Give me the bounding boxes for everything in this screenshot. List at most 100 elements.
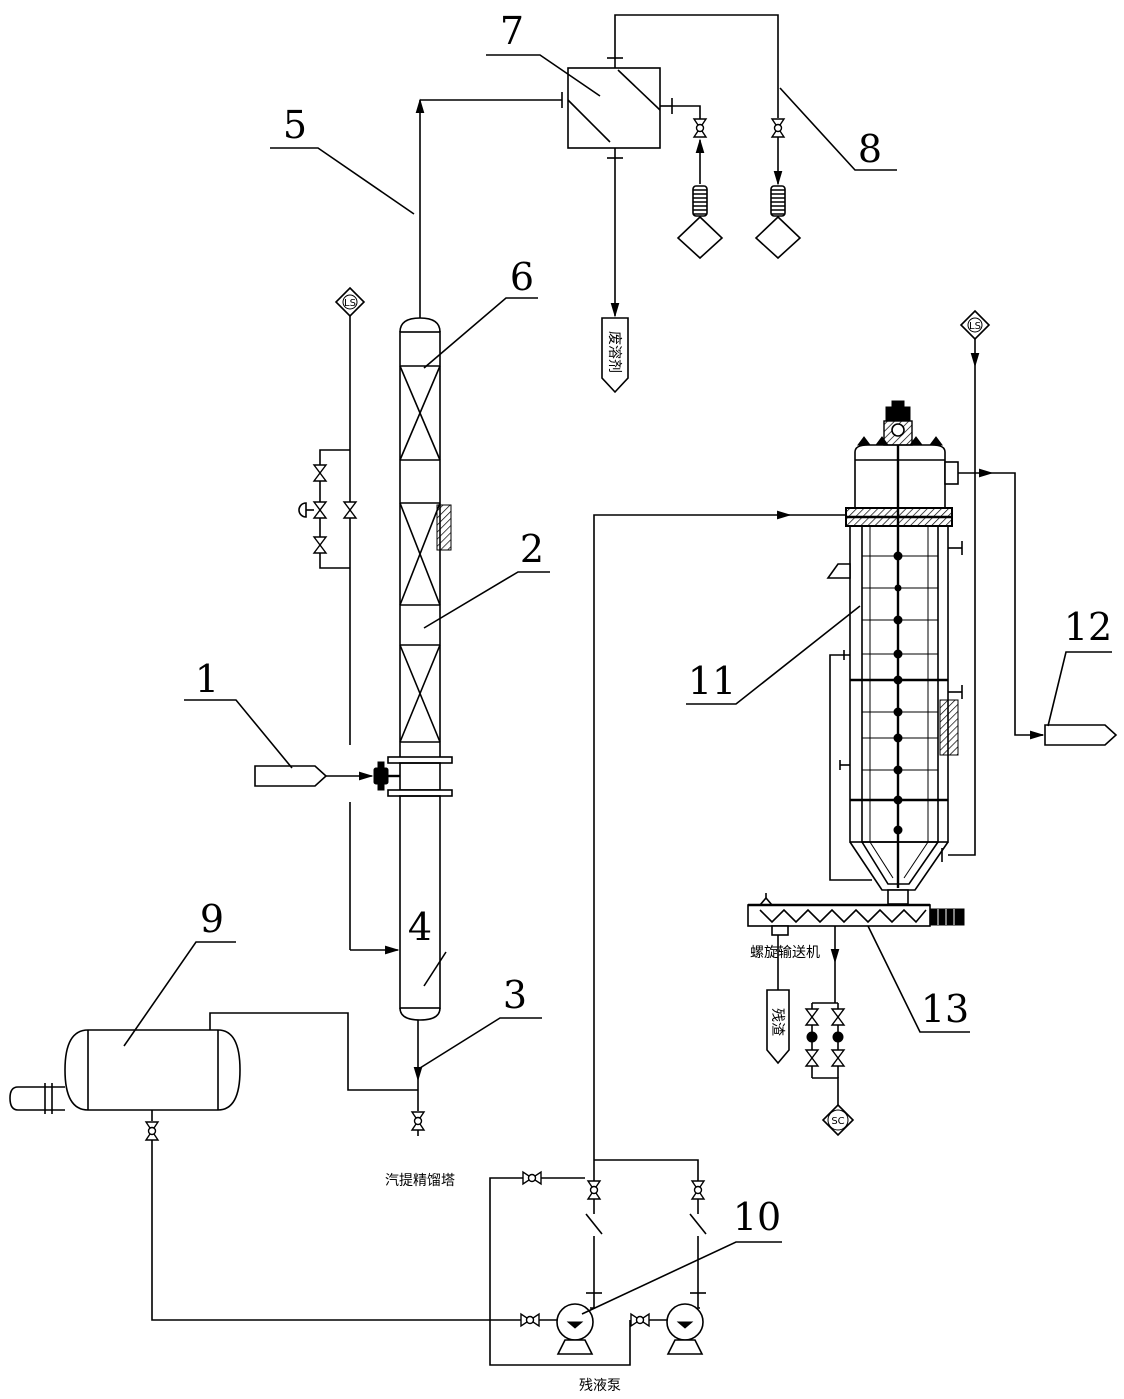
cooling-water-lines — [614, 14, 802, 260]
trap-isolation-valve — [805, 1049, 819, 1067]
packing-bed-1 — [399, 365, 441, 461]
callout-9: 9 — [123, 897, 236, 1047]
residue-tank-body — [64, 1029, 241, 1111]
dryer-cone-inner — [861, 841, 939, 885]
column-insulation-hatch — [436, 504, 452, 551]
pump2-suction-valve — [630, 1313, 650, 1327]
ls-steam-line-column: LS — [298, 286, 400, 955]
callout-2-label: 2 — [520, 527, 544, 571]
dryer-inner-shell — [861, 525, 939, 843]
residue-pumps: 残液泵 — [489, 510, 846, 1394]
dryer-insulation-hatch — [939, 699, 959, 756]
column-top-head — [399, 317, 441, 333]
pump2-discharge-valve — [691, 1180, 705, 1200]
column-bottom-line: 汽提精馏塔 — [385, 1020, 455, 1189]
callout-12: 12 — [1047, 605, 1112, 727]
callout-11: 11 — [686, 605, 861, 705]
conveyor-motor — [929, 908, 965, 926]
callout-5: 5 — [270, 103, 415, 215]
packing-bed-3 — [399, 644, 441, 743]
waste-solvent-flag — [601, 317, 629, 394]
steam-trap-icon — [806, 1031, 818, 1043]
condenser-body — [567, 67, 661, 149]
column-caption: 汽提精馏塔 — [385, 1173, 455, 1189]
column-flange-upper — [387, 756, 453, 764]
bypass-valve — [522, 1171, 542, 1185]
dryer-bottom-outlet — [887, 889, 909, 905]
screw-conveyor: 螺旋输送机 — [747, 893, 965, 961]
control-valve — [313, 501, 327, 519]
ls-tag-column-label: LS — [344, 298, 356, 309]
callout-12-label: 12 — [1064, 605, 1112, 649]
callout-11-label: 11 — [688, 659, 736, 703]
isolation-valve — [313, 464, 327, 482]
callouts: 1 2 3 4 5 6 7 8 — [123, 9, 1112, 1315]
callout-7: 7 — [486, 9, 601, 97]
pump-caption: 残液泵 — [579, 1378, 621, 1394]
valve-actuator-icon — [298, 502, 307, 518]
callout-6-label: 6 — [510, 255, 534, 299]
residue-pump-2 — [666, 1303, 704, 1355]
ls-tag-dryer: LS — [959, 309, 991, 341]
isolation-valve — [313, 536, 327, 554]
stripping-column — [387, 317, 453, 1021]
tank-nozzle-left — [9, 1086, 65, 1111]
tank-outlet-valve — [145, 1121, 159, 1141]
callout-13: 13 — [867, 925, 970, 1033]
trap-isolation-valve — [805, 1008, 819, 1026]
column-lower-shell — [399, 795, 441, 1009]
callout-6: 6 — [423, 255, 538, 369]
control-valve-station — [298, 449, 357, 569]
callout-10-label: 10 — [733, 1195, 781, 1239]
conveyor-caption: 螺旋输送机 — [750, 945, 820, 961]
bypass-valve — [343, 501, 357, 519]
check-valve-icon — [585, 1213, 603, 1235]
column-middle-shell — [399, 762, 441, 791]
callout-8-label: 8 — [858, 127, 882, 171]
residue-flag — [766, 989, 790, 1065]
cooling-water-outlet-terminal — [754, 215, 802, 260]
dryer-top-section — [854, 444, 946, 508]
dryer-vessel — [826, 400, 963, 905]
callout-4-label: 4 — [408, 905, 432, 949]
callout-2: 2 — [423, 527, 550, 629]
callout-3: 3 — [419, 973, 542, 1069]
cooling-water-outlet-valve — [771, 118, 785, 138]
callout-5-label: 5 — [283, 103, 307, 147]
callout-1-label: 1 — [195, 657, 219, 701]
ls-steam-line-dryer: LS — [941, 309, 991, 862]
screw-flight — [759, 908, 927, 924]
dryer-vapor-outlet — [958, 468, 1118, 746]
callout-3-label: 3 — [503, 973, 527, 1017]
condenser — [567, 57, 673, 159]
residue-label: 残渣 — [769, 1008, 785, 1036]
residue-tank — [9, 1012, 521, 1321]
feed-stream — [254, 761, 400, 791]
steam-trap-icon — [832, 1031, 844, 1043]
sc-tag: SC — [821, 1103, 855, 1137]
feed-flag — [254, 765, 328, 787]
sc-tag-label: SC — [831, 1116, 844, 1127]
callout-10: 10 — [581, 1195, 782, 1315]
steam-condensate-station: SC — [805, 926, 855, 1137]
pump1-suction-valve — [520, 1313, 540, 1327]
column-bottom-valve — [411, 1111, 425, 1131]
pump1-discharge-valve — [587, 1180, 601, 1200]
trap-isolation-valve — [831, 1049, 845, 1067]
callout-7-label: 7 — [500, 9, 524, 53]
packing-bed-2 — [399, 502, 441, 606]
agitator-drive — [883, 400, 913, 446]
agitator-hubs — [893, 551, 903, 835]
column-bottom-head — [399, 1007, 441, 1021]
callout-9-label: 9 — [200, 897, 224, 941]
callout-13-label: 13 — [921, 987, 969, 1031]
waste-solvent-outlet: 废溶剂 — [601, 158, 629, 394]
waste-solvent-label: 废溶剂 — [606, 331, 622, 373]
flow-element-icon — [692, 185, 708, 217]
cooling-water-inlet-valve — [693, 118, 707, 138]
check-valve-icon — [689, 1213, 707, 1235]
column-flange-lower — [387, 789, 453, 797]
callout-1: 1 — [184, 657, 293, 769]
cooling-water-inlet-terminal — [676, 215, 724, 260]
